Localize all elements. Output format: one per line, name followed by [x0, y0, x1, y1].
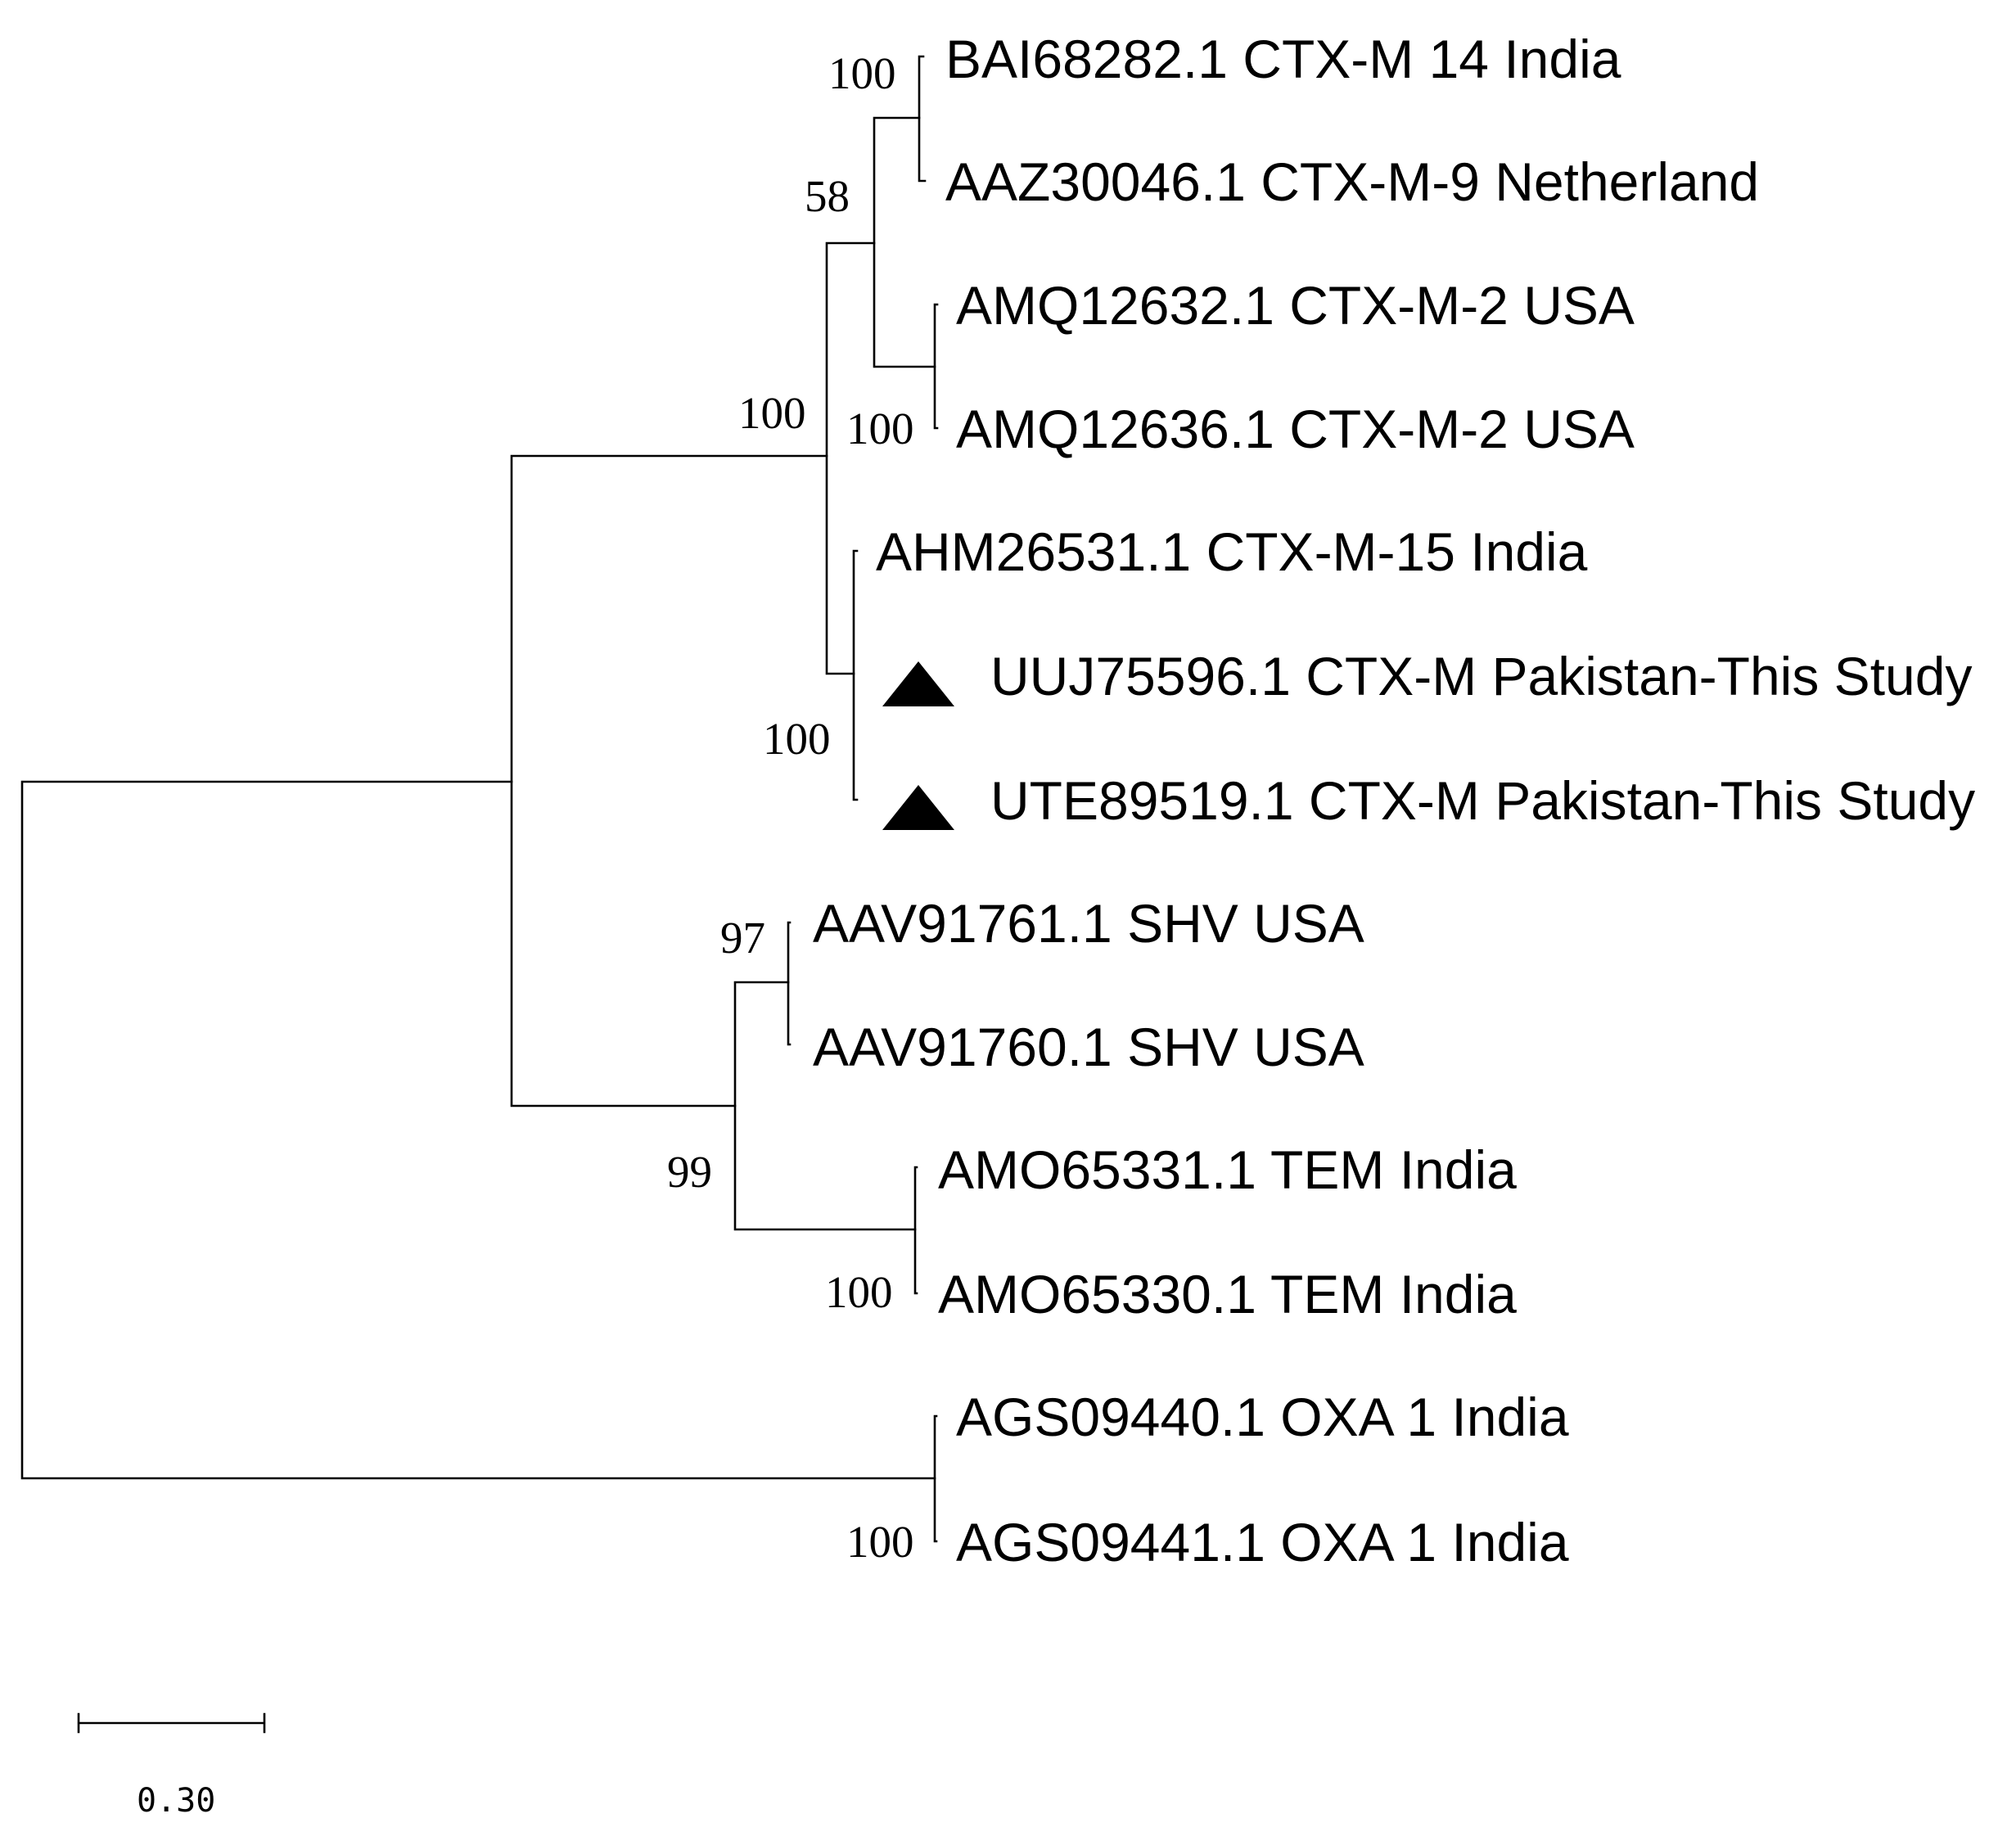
branch-ctxm2-pair — [933, 303, 939, 430]
taxon-label: AHM26531.1 CTX-M-15 India — [876, 521, 1588, 582]
triangle-marker-icon — [882, 661, 954, 706]
bootstrap-value: 99 — [667, 1147, 712, 1197]
bootstrap-value: 100 — [738, 388, 806, 438]
taxon-label: AAV91761.1 SHV USA — [813, 893, 1364, 954]
bootstrap-value: 100 — [846, 1517, 914, 1567]
study-markers — [882, 661, 954, 830]
branch-shv-tem — [733, 981, 917, 1231]
branch-tem-pair — [913, 1166, 918, 1295]
tree-branches — [20, 55, 939, 1543]
taxon-labels: BAI68282.1 CTX-M 14 India AAZ30046.1 CTX… — [813, 29, 1975, 1572]
bootstrap-value: 100 — [825, 1267, 893, 1317]
bootstrap-value: 58 — [805, 171, 850, 221]
taxon-label: UUJ75596.1 CTX-M Pakistan-This Study — [990, 646, 1972, 706]
taxon-label: AAZ30046.1 CTX-M-9 Netherland — [945, 151, 1759, 212]
taxon-label: AGS09441.1 OXA 1 India — [956, 1512, 1569, 1572]
bootstrap-value: 100 — [846, 404, 914, 453]
branch-root — [20, 780, 936, 1480]
taxon-label: UTE89519.1 CTX-M Pakistan-This Study — [990, 770, 1975, 831]
branch-shv-pair — [787, 921, 792, 1046]
branch-ctxm15-pakistan — [852, 549, 859, 801]
branch-ctxm14-ctxm9 — [918, 55, 927, 183]
taxon-label: AMQ12632.1 CTX-M-2 USA — [956, 275, 1635, 336]
bootstrap-values: 100 58 100 100 100 97 99 100 100 — [667, 48, 914, 1567]
bootstrap-value: 97 — [720, 913, 765, 963]
taxon-label: AGS09440.1 OXA 1 India — [956, 1387, 1569, 1447]
scale-bar-line — [77, 1712, 266, 1734]
branch-ctxm-9-2-group — [873, 116, 936, 368]
triangle-marker-icon — [882, 785, 954, 830]
taxon-label: AMO65331.1 TEM India — [938, 1139, 1517, 1200]
taxon-label: AMQ12636.1 CTX-M-2 USA — [956, 399, 1635, 459]
bootstrap-value: 100 — [763, 714, 831, 764]
taxon-label: BAI68282.1 CTX-M 14 India — [945, 29, 1621, 89]
branch-ctxm-clade — [825, 241, 876, 675]
branch-oxa-pair — [933, 1414, 938, 1543]
scale-bar: 0.30 — [77, 1712, 266, 1820]
branch-ingroup — [510, 454, 828, 1107]
scale-bar-label: 0.30 — [137, 1782, 215, 1820]
taxon-label: AMO65330.1 TEM India — [938, 1264, 1517, 1324]
bootstrap-value: 100 — [828, 48, 896, 98]
taxon-label: AAV91760.1 SHV USA — [813, 1017, 1364, 1077]
